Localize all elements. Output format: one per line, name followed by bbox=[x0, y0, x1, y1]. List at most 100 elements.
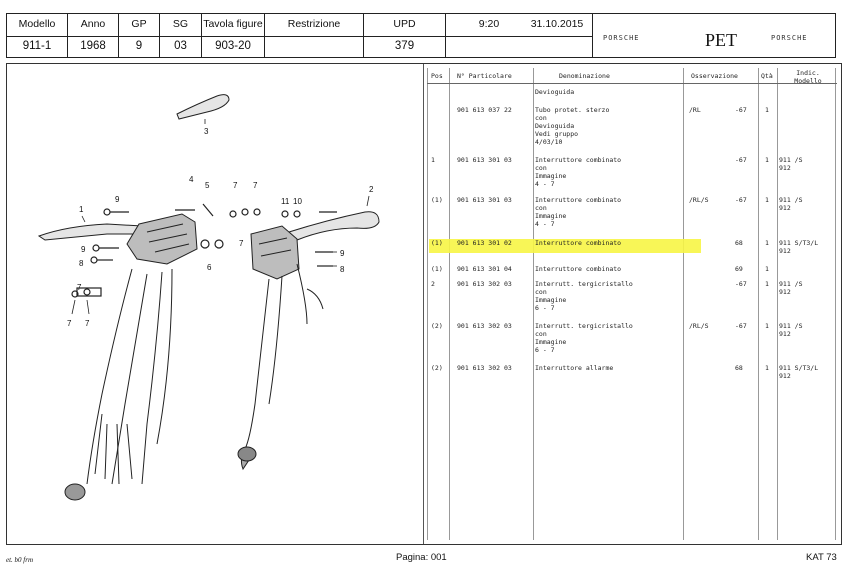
quantity: 1 bbox=[765, 364, 769, 372]
callout-label: 7 bbox=[85, 319, 90, 328]
year-restriction: 68 bbox=[735, 239, 743, 247]
part-number: 901 613 302 03 bbox=[457, 364, 512, 372]
pos: (1) bbox=[431, 265, 443, 273]
model-indication: 911 /S 912 bbox=[779, 156, 803, 172]
year-restriction: -67 bbox=[735, 196, 747, 204]
modello-value: 911-1 bbox=[22, 40, 52, 52]
restrizione-cell: Restrizione bbox=[265, 14, 364, 57]
pos: (1) bbox=[431, 239, 443, 247]
model-indication: 911 /S 912 bbox=[779, 196, 803, 212]
part-number: 901 613 301 03 bbox=[457, 196, 512, 204]
year-restriction: -67 bbox=[735, 322, 747, 330]
year-restriction: 69 bbox=[735, 265, 743, 273]
part-number: 901 613 301 03 bbox=[457, 156, 512, 164]
pos: (2) bbox=[431, 364, 443, 372]
part-name: Devioguida bbox=[535, 88, 575, 96]
exploded-parts-diagram: 1 2 3 4 5 6 7 7 7 7 7 7 8 8 9 9 9 10 11 bbox=[37, 94, 380, 501]
gp-cell: GP 9 bbox=[119, 14, 160, 57]
modello-label: Modello bbox=[18, 18, 56, 30]
upd-label: UPD bbox=[393, 18, 416, 30]
tavola-value: 903-20 bbox=[215, 40, 251, 52]
catalog-code: KAT 73 bbox=[806, 552, 837, 563]
part-name: Interruttore allarme bbox=[535, 364, 614, 372]
model-indication: 911 S/T3/L 912 bbox=[779, 239, 819, 255]
model-indication: 911 /S 912 bbox=[779, 280, 803, 296]
pet-title: PET bbox=[705, 30, 738, 50]
model-indication: 911 S/T3/L 912 bbox=[779, 364, 819, 380]
part-name: Interruttore combinato bbox=[535, 239, 622, 247]
callout-label: 7 bbox=[239, 239, 244, 248]
callout-label: 8 bbox=[79, 259, 84, 268]
gp-label: GP bbox=[131, 18, 147, 30]
quantity: 1 bbox=[765, 265, 769, 273]
part-number: 901 613 301 04 bbox=[457, 265, 512, 273]
part-number: 901 613 037 22 bbox=[457, 106, 512, 114]
stalk-part-2 bbox=[288, 211, 380, 241]
part-name: Tubo protet. sterzo con Devioguida Vedi … bbox=[535, 106, 610, 146]
callout-label: 7 bbox=[253, 181, 258, 190]
part-number: 901 613 302 03 bbox=[457, 322, 512, 330]
restrizione-label: Restrizione bbox=[287, 18, 341, 30]
right-plug bbox=[237, 446, 257, 462]
callout-label: 2 bbox=[369, 185, 374, 194]
part-number: 901 613 301 02 bbox=[457, 239, 512, 247]
pos: 1 bbox=[431, 156, 435, 164]
callout-label: 1 bbox=[79, 205, 84, 214]
year-restriction: 68 bbox=[735, 364, 743, 372]
quantity: 1 bbox=[765, 196, 769, 204]
col-name: Denominazione bbox=[559, 72, 610, 80]
brand-cell: PORSCHE PET PORSCHE bbox=[593, 14, 837, 57]
callout-label: 11 bbox=[281, 197, 290, 206]
callout-label: 3 bbox=[204, 127, 209, 136]
observation: /RL bbox=[689, 106, 701, 114]
anno-cell: Anno 1968 bbox=[68, 14, 119, 57]
left-cable-bundle bbox=[86, 268, 173, 485]
sg-label: SG bbox=[172, 18, 189, 30]
quantity: 1 bbox=[765, 106, 769, 114]
frame-divider bbox=[423, 64, 424, 544]
pos: (2) bbox=[431, 322, 443, 330]
callout-label: 9 bbox=[115, 195, 120, 204]
pos: 2 bbox=[431, 280, 435, 288]
part-name: Interruttore combinato con Immagine 4 - … bbox=[535, 196, 622, 228]
page-number: Pagina: 001 bbox=[396, 552, 447, 563]
parts-table: Pos N° Particolare Denominazione Osserva… bbox=[427, 68, 837, 540]
col-obs: Osservazione bbox=[691, 72, 738, 80]
tavola-cell: Tavola figure 903-20 bbox=[202, 14, 265, 57]
date-value: 31.10.2015 bbox=[530, 18, 584, 30]
header-row-divider bbox=[7, 36, 363, 37]
observation: /RL/S bbox=[689, 196, 709, 204]
callout-label: 7 bbox=[77, 283, 82, 292]
highlight-marker bbox=[429, 239, 701, 253]
col-part: N° Particolare bbox=[457, 72, 512, 80]
tavola-label: Tavola figure bbox=[203, 18, 263, 30]
upd-cell: UPD 379 bbox=[364, 14, 446, 57]
quantity: 1 bbox=[765, 280, 769, 288]
footer-left: et. b0 frm bbox=[6, 556, 34, 564]
quantity: 1 bbox=[765, 239, 769, 247]
callout-label: 6 bbox=[207, 263, 212, 272]
callout-label: 7 bbox=[67, 319, 72, 328]
parts-table-header: Pos N° Particolare Denominazione Osserva… bbox=[427, 68, 837, 85]
col-qty: Qtà bbox=[761, 72, 773, 80]
callout-label: 9 bbox=[340, 249, 345, 258]
sg-cell: SG 03 bbox=[160, 14, 202, 57]
gp-value: 9 bbox=[135, 40, 143, 52]
part-name: Interruttore combinato bbox=[535, 265, 622, 273]
left-plug bbox=[64, 483, 86, 501]
callout-label: 10 bbox=[293, 197, 302, 206]
time-value: 9:20 bbox=[478, 18, 500, 30]
header-table: Modello 911-1 Anno 1968 GP 9 SG 03 Tavol… bbox=[6, 13, 836, 58]
quantity: 1 bbox=[765, 156, 769, 164]
callout-label: 8 bbox=[340, 265, 345, 274]
part-name: Interrutt. tergicristallo con Immagine 6… bbox=[535, 322, 633, 354]
col-model: Indic. Modello bbox=[794, 69, 822, 85]
right-cable-bundle bbox=[244, 275, 283, 450]
catalog-frame: 1 2 3 4 5 6 7 7 7 7 7 7 8 8 9 9 9 10 11 bbox=[6, 63, 842, 545]
stalk-part-3 bbox=[176, 94, 230, 120]
sg-value: 03 bbox=[174, 40, 187, 52]
callout-numbers: 1 2 3 4 5 6 7 7 7 7 7 7 8 8 9 9 9 10 11 bbox=[67, 127, 374, 328]
porsche-logo-right: PORSCHE bbox=[771, 34, 808, 42]
observation: /RL/S bbox=[689, 322, 709, 330]
quantity: 1 bbox=[765, 322, 769, 330]
